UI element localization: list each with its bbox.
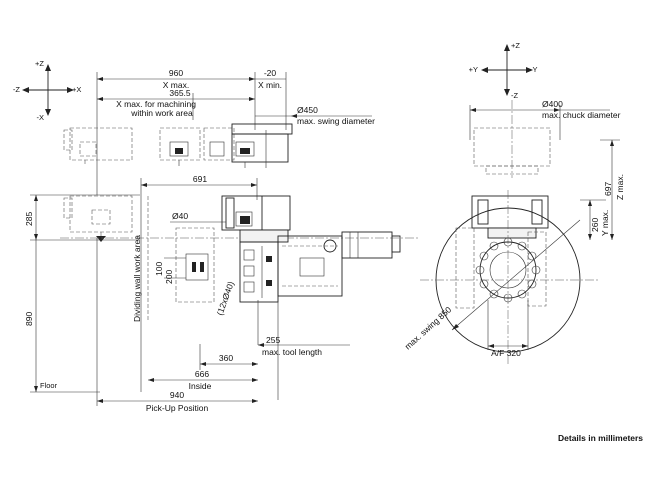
spindle-head-top-solid xyxy=(231,123,293,168)
dim-691: 691 xyxy=(193,174,207,184)
dim-666: 666 xyxy=(195,369,209,379)
dividing-wall: Dividing wall work area xyxy=(132,196,149,322)
spindle-head-ghost-2 xyxy=(159,127,201,166)
top-dimensions: 960 X max. -20 X min. 365.5 X max. for m… xyxy=(96,68,375,195)
right-spindle-ghost xyxy=(473,100,551,178)
main-spindle-head xyxy=(221,195,291,243)
footer-note: Details in millimeters xyxy=(558,433,643,443)
bottom-dimensions: 255 max. tool length 360 666 Inside 940 … xyxy=(96,238,350,413)
dim-12x40: (12xØ40) xyxy=(214,280,236,317)
dim-697: 697 xyxy=(603,182,613,196)
right-spindle-solid xyxy=(471,195,549,239)
label-x-max-machining-2: within work area xyxy=(130,108,193,118)
swing-circle: max. swing 850 xyxy=(403,190,600,366)
spindle-head-ghost-3 xyxy=(203,127,235,161)
small-tool-group: Ø40 100 200 (12xØ40) xyxy=(154,211,236,317)
axis-cross-right: +Z +Y -Y -Z xyxy=(469,41,538,100)
left-vertical-dims: 285 890 Floor xyxy=(24,194,140,393)
axis-label-plus-z: +Z xyxy=(35,59,44,68)
axis-label-minus-z: -Z xyxy=(13,85,20,94)
label-max-tool-length: max. tool length xyxy=(262,347,322,357)
label-max-swing-850: max. swing 850 xyxy=(403,304,454,351)
dim-365-5: 365.5 xyxy=(169,88,191,98)
dim-minus-20: -20 xyxy=(264,68,277,78)
axis-label-minus-x: -X xyxy=(37,113,45,122)
dim-360: 360 xyxy=(219,353,233,363)
label-inside: Inside xyxy=(189,381,212,391)
axis-label-minus-y: -Y xyxy=(530,65,538,74)
dim-dia-400: Ø400 xyxy=(542,99,563,109)
dim-af-320: A/F 320 xyxy=(491,348,521,358)
label-x-max-machining-1: X max. for machining xyxy=(116,99,196,109)
label-max-swing-diameter: max. swing diameter xyxy=(297,116,375,126)
dim-285: 285 xyxy=(24,212,34,226)
dim-691-group: 691 xyxy=(140,174,258,392)
axis-label-plus-y: +Y xyxy=(469,65,478,74)
label-y-max: Y max. xyxy=(600,210,610,236)
dim-200: 200 xyxy=(164,270,174,284)
axis-cross-left: +Z -Z +X -X xyxy=(13,59,81,122)
turret-disc-right xyxy=(455,227,547,309)
tool-turret xyxy=(239,231,401,303)
dim-swing-450: Ø450 xyxy=(297,105,318,115)
spindle-pickup-ghost xyxy=(63,195,133,242)
dim-960-top: 960 xyxy=(169,68,183,78)
dim-260: 260 xyxy=(590,218,600,232)
dim-255: 255 xyxy=(266,335,280,345)
label-z-max: Z max. xyxy=(615,174,625,200)
label-x-min: X min. xyxy=(258,80,282,90)
axis-label-plus-x: +X xyxy=(72,85,81,94)
dim-100: 100 xyxy=(154,262,164,276)
dim-890: 890 xyxy=(24,312,34,326)
right-vertical-dims: 697 Z max. 260 Y max. xyxy=(580,139,625,240)
axis-label-minus-z-right: -Z xyxy=(511,91,518,100)
label-max-chuck-diameter: max. chuck diameter xyxy=(542,110,621,120)
spindle-head-ghost-1 xyxy=(63,127,133,166)
dim-dia-40: Ø40 xyxy=(172,211,188,221)
af-320-dim: A/F 320 xyxy=(487,300,529,358)
label-floor: Floor xyxy=(40,381,58,390)
label-dividing-wall: Dividing wall work area xyxy=(132,235,142,322)
label-pickup-position: Pick-Up Position xyxy=(146,403,209,413)
dim-940: 940 xyxy=(170,390,184,400)
right-view-top-dims: Ø400 max. chuck diameter xyxy=(469,99,621,140)
turret-pockets xyxy=(475,237,541,303)
axis-label-plus-z-right: +Z xyxy=(511,41,520,50)
label-x-max: X max. xyxy=(163,80,189,90)
